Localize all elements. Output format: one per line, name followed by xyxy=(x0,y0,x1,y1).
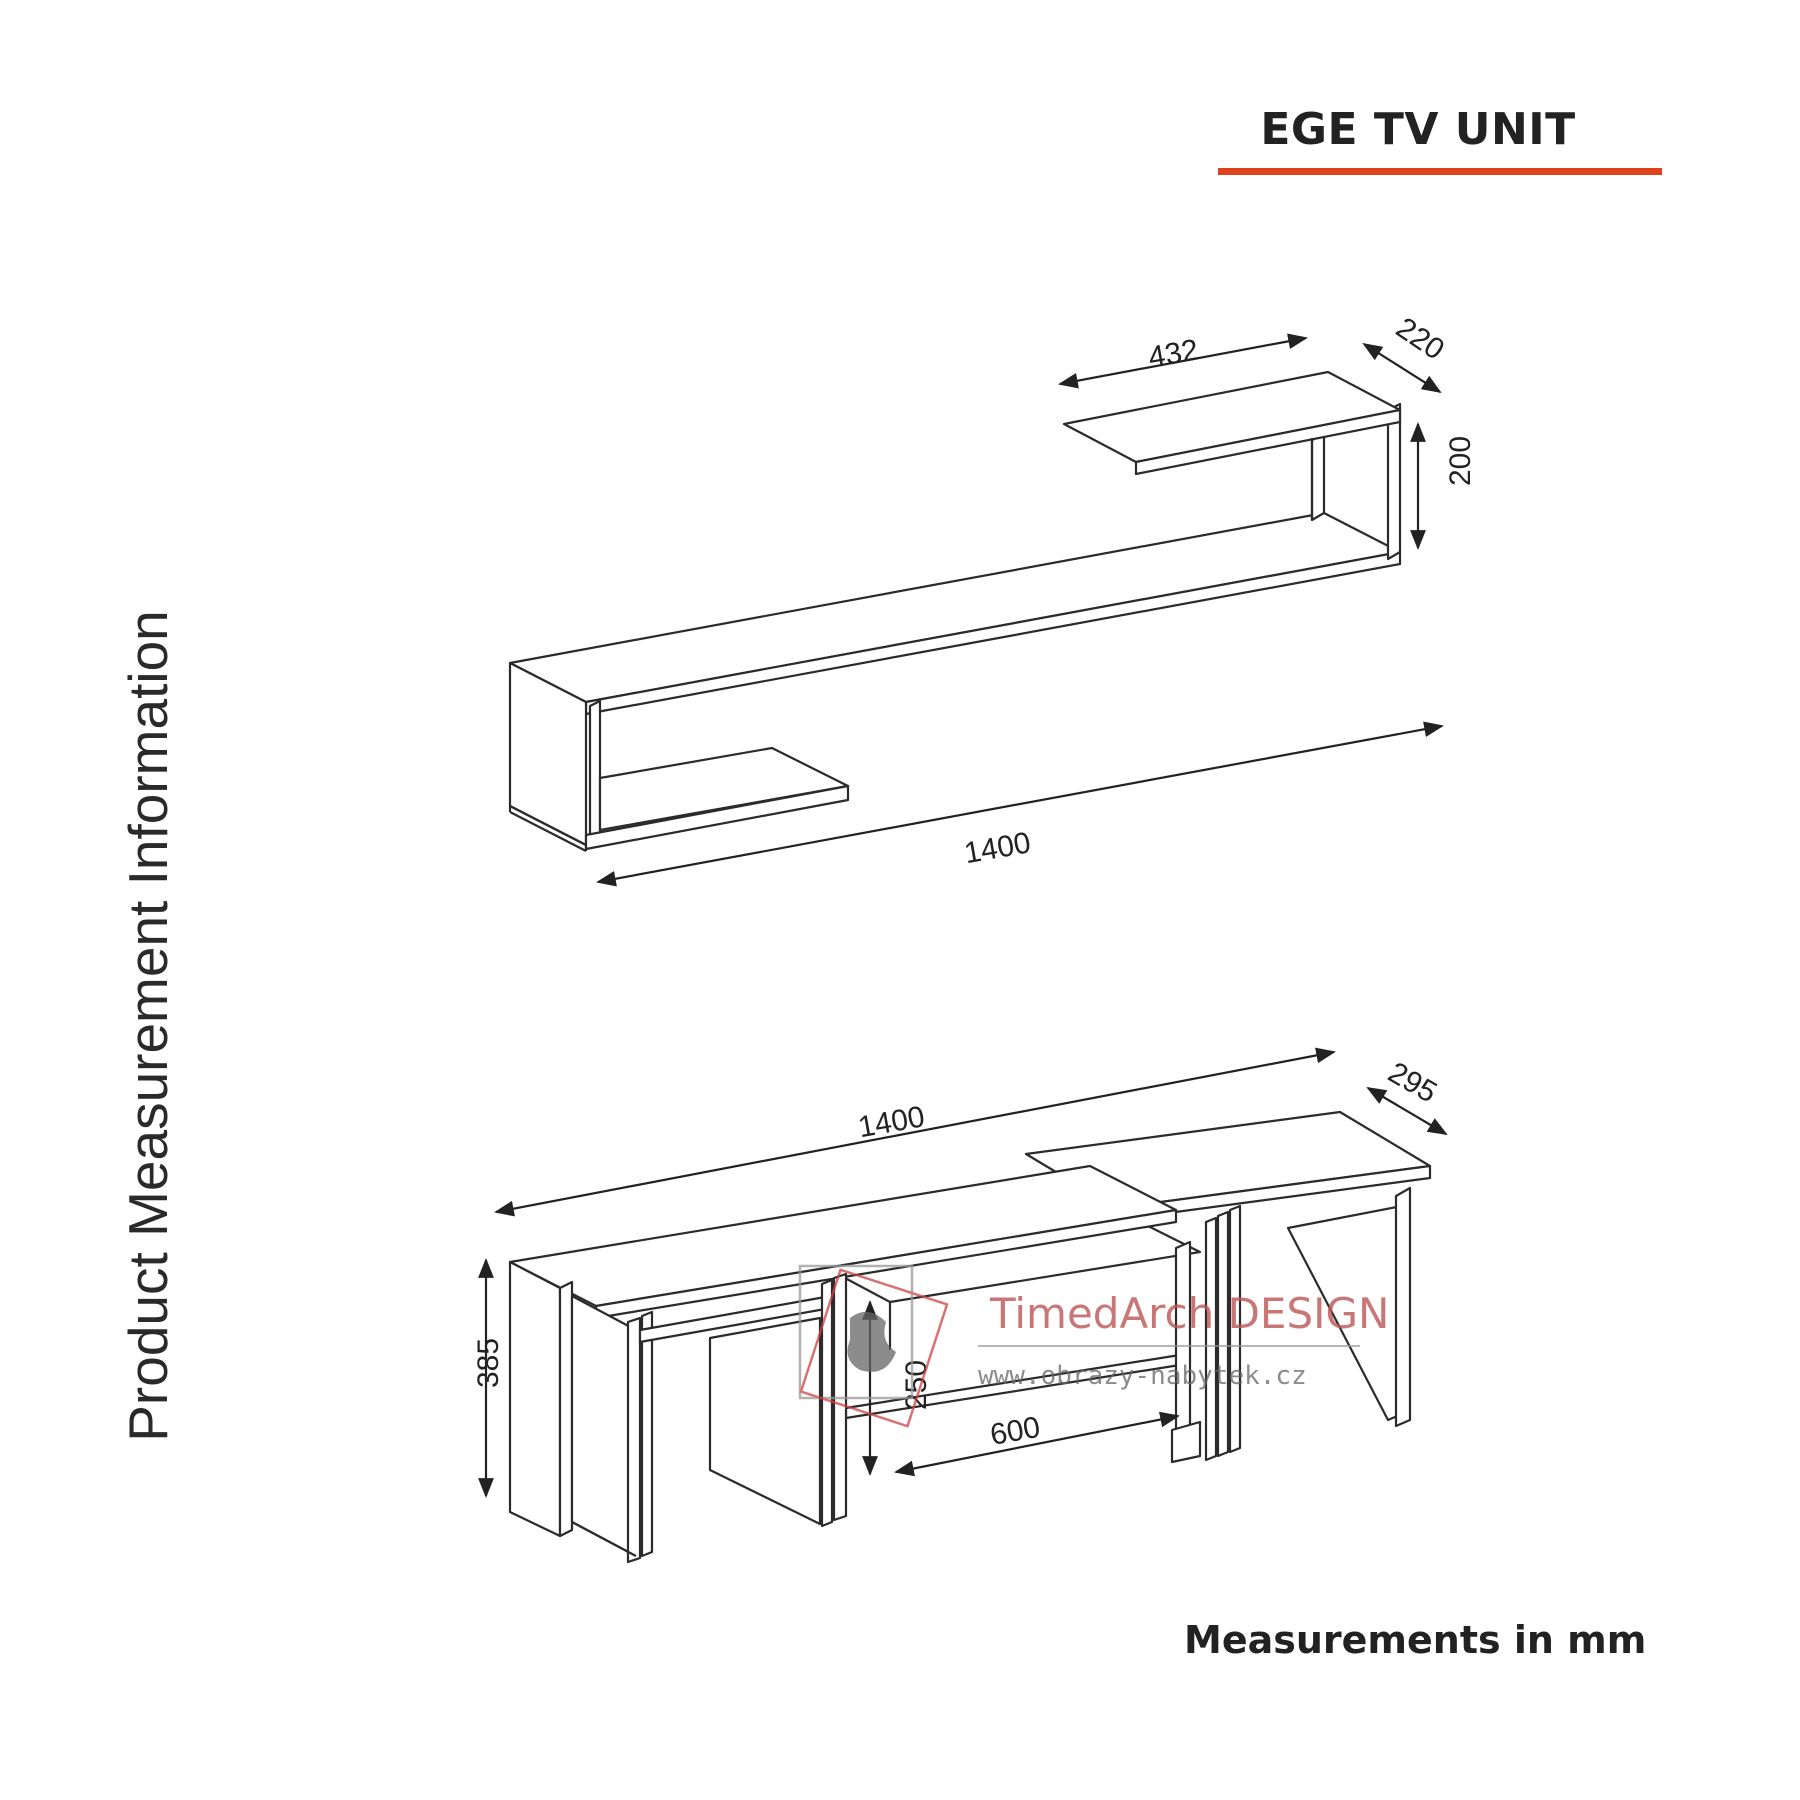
shelf-right-panel-face xyxy=(1386,402,1402,561)
dim-432: 432 xyxy=(1146,333,1201,374)
shelf-main-board-top xyxy=(508,511,1402,704)
wall-shelf-dimensions xyxy=(596,333,1444,887)
stand-left-leg-face xyxy=(558,1280,574,1538)
dim-250: 250 xyxy=(900,1360,933,1410)
stand-center-back xyxy=(1174,1240,1192,1446)
watermark-logo xyxy=(798,1264,949,1428)
stand-left-panel-a xyxy=(626,1316,642,1564)
dim-line-1400-shelf xyxy=(596,721,1444,887)
page-title: EGE TV UNIT xyxy=(1260,104,1576,155)
stand-right-front-panel xyxy=(1204,1216,1218,1462)
dim-385: 385 xyxy=(472,1338,505,1388)
stand-center-left-panel-a xyxy=(820,1278,834,1528)
shelf-top-board-front xyxy=(1134,408,1402,476)
dim-line-600 xyxy=(894,1411,1180,1477)
stand-left-leg-outer xyxy=(508,1260,562,1538)
dim-line-432 xyxy=(1058,333,1308,389)
watermark-url: www.obrazy-nabytek.cz xyxy=(978,1361,1307,1391)
dim-200: 200 xyxy=(1444,436,1477,486)
shelf-left-panel-inner xyxy=(588,699,602,842)
watermark-brand: TimedArch DESIGN xyxy=(989,1289,1389,1338)
dim-1400-stand: 1400 xyxy=(856,1100,927,1144)
dim-line-1400-stand xyxy=(494,1047,1336,1217)
dim-600: 600 xyxy=(988,1411,1043,1452)
dim-line-295 xyxy=(1366,1086,1448,1136)
measurements-note: Measurements in mm xyxy=(1184,1618,1647,1662)
stand-left-panel-b xyxy=(640,1310,654,1558)
dim-line-220 xyxy=(1362,342,1442,394)
dim-220: 220 xyxy=(1390,311,1450,366)
title-underline xyxy=(1218,168,1662,175)
stand-left-inner-leg xyxy=(708,1316,822,1526)
wall-shelf-drawing xyxy=(508,370,1402,852)
stand-center-leg-right xyxy=(1170,1420,1202,1464)
dim-1400-shelf: 1400 xyxy=(962,826,1033,870)
shelf-right-panel xyxy=(1310,432,1326,522)
stand-right-leg-face xyxy=(1394,1186,1412,1428)
stand-left-leg-2 xyxy=(570,1294,638,1558)
